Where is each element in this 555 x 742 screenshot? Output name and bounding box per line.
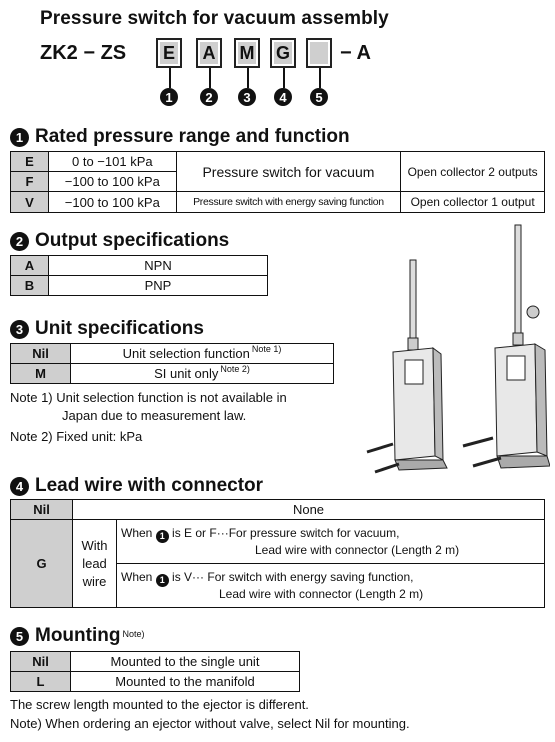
marker-2: 2 — [200, 88, 218, 106]
page-title: Pressure switch for vacuum assembly — [40, 8, 389, 29]
row-key-nil-mount: Nil — [10, 651, 71, 672]
output-1: Open collector 1 output — [400, 191, 545, 213]
code-box-3: M — [234, 38, 260, 68]
output-npn: NPN — [48, 255, 268, 276]
row-key-b: B — [10, 275, 49, 296]
table-lead-wire: Nil None G With lead wire When 1 is E or… — [10, 499, 545, 608]
code-suffix: − A — [340, 42, 371, 64]
table-pressure-range: E 0 to −101 kPa Pressure switch for vacu… — [10, 151, 545, 213]
model-code: ZK2 − ZS E A M G − A 1 2 3 4 5 — [40, 38, 380, 118]
code-prefix: ZK2 − ZS — [40, 42, 127, 64]
ref-marker-1b: 1 — [155, 573, 169, 587]
code-box-5 — [306, 38, 332, 68]
row-key-e: E — [10, 151, 49, 172]
note-2: Note 2) Fixed unit: kPa — [10, 429, 143, 444]
range-v: −100 to 100 kPa — [47, 191, 177, 213]
row-key-l: L — [10, 671, 71, 692]
note-1-line-1: Note 1) Unit selection function is not a… — [10, 390, 287, 405]
mount-manifold: Mounted to the manifold — [70, 671, 300, 692]
output-2: Open collector 2 outputs — [400, 151, 545, 192]
code-box-1: E — [156, 38, 182, 68]
lead-none: None — [72, 499, 545, 520]
mount-single: Mounted to the single unit — [70, 651, 300, 672]
row-key-m: M — [10, 363, 71, 384]
code-box-4: G — [270, 38, 296, 68]
lead-option-v: When 1 is V··· For switch with energy sa… — [116, 563, 545, 608]
output-pnp: PNP — [48, 275, 268, 296]
range-f: −100 to 100 kPa — [47, 171, 177, 192]
row-key-v: V — [10, 191, 49, 213]
with-lead-wire: With lead wire — [72, 519, 117, 608]
lead-option-ef: When 1 is E or F···For pressure switch f… — [116, 519, 545, 564]
marker-4: 4 — [274, 88, 292, 106]
marker-5: 5 — [310, 88, 328, 106]
footer-note-1: The screw length mounted to the ejector … — [10, 697, 309, 712]
row-key-nil-lead: Nil — [10, 499, 73, 520]
note-1-line-2: Japan due to measurement law. — [62, 408, 247, 423]
marker-1: 1 — [160, 88, 178, 106]
code-box-2: A — [196, 38, 222, 68]
range-e: 0 to −101 kPa — [47, 151, 177, 172]
ref-marker-1: 1 — [155, 529, 169, 543]
row-key-g: G — [10, 519, 73, 608]
row-key-a: A — [10, 255, 49, 276]
row-key-f: F — [10, 171, 49, 192]
pressure-switch-illustration — [366, 224, 550, 474]
marker-3: 3 — [238, 88, 256, 106]
footer-note-2: Note) When ordering an ejector without v… — [10, 716, 410, 731]
row-key-nil: Nil — [10, 343, 71, 364]
function-vacuum: Pressure switch for vacuum — [175, 151, 402, 192]
function-energy: Pressure switch with energy saving funct… — [175, 191, 402, 213]
